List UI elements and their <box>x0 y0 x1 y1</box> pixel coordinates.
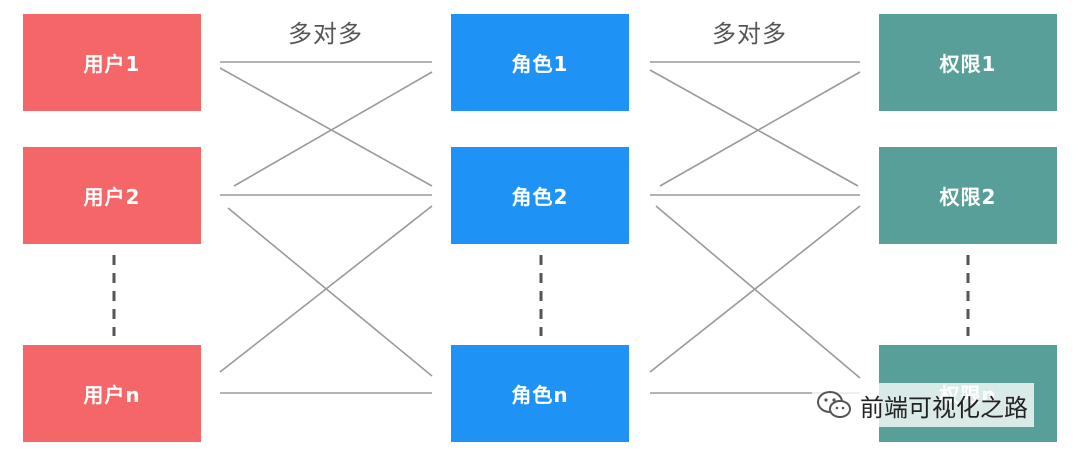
connector-rolen-perm2 <box>649 205 861 373</box>
relation-label-role-permission: 多对多 <box>712 20 787 48</box>
connector-user1-role2 <box>219 67 433 187</box>
role-box-1: 角色1 <box>451 14 629 111</box>
connector-role2-permn <box>655 205 861 379</box>
user-box-1: 用户1 <box>23 14 201 111</box>
role-box-2: 角色2 <box>451 147 629 244</box>
wechat-icon <box>816 389 852 421</box>
connector-user2-rolen <box>227 207 433 377</box>
user-box-2: 用户2 <box>23 147 201 244</box>
connector-role2-perm1 <box>659 71 861 187</box>
user-box-n: 用户n <box>23 345 201 442</box>
connector-usern-role2 <box>219 205 433 373</box>
role-box-n: 角色n <box>451 345 629 442</box>
connector-role1-perm2 <box>649 69 859 187</box>
permission-box-2: 权限2 <box>879 147 1057 244</box>
relation-label-user-role: 多对多 <box>288 20 363 48</box>
watermark-text: 前端可视化之路 <box>860 393 1028 422</box>
permission-box-1: 权限1 <box>879 14 1057 111</box>
watermark: 前端可视化之路 <box>812 383 1034 427</box>
connector-user2-role1 <box>233 71 433 187</box>
